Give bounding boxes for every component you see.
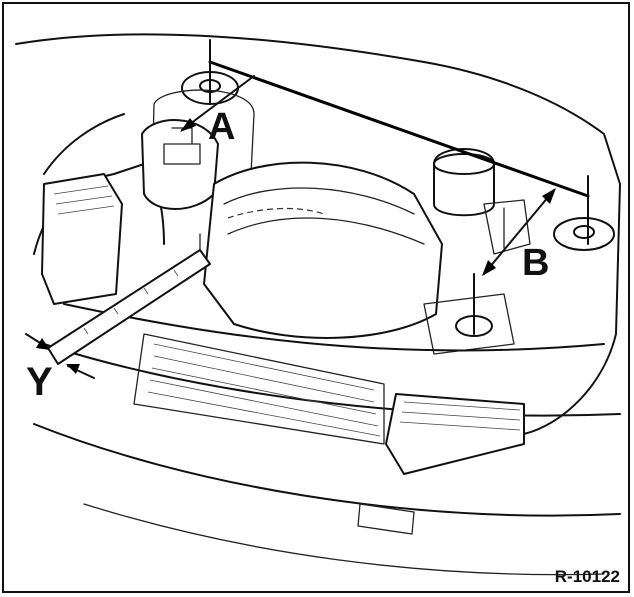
right-strut-nut xyxy=(573,225,595,239)
callout-label-y: Y xyxy=(26,360,53,404)
bumper-bottom xyxy=(83,503,605,576)
arrow-y-bottom-head xyxy=(66,364,80,374)
arrow-b xyxy=(483,189,555,275)
ruler-y-marks xyxy=(83,269,179,335)
callout-label-b: B xyxy=(522,242,550,284)
left-headlight-lens xyxy=(53,185,115,215)
callout-label-a: A xyxy=(208,106,236,148)
engine-cover-ridge xyxy=(223,187,425,245)
engine-cover xyxy=(203,161,443,339)
left-headlight xyxy=(41,173,123,305)
right-lower-bracket xyxy=(423,293,515,355)
arrow-b-head-bottom xyxy=(482,260,496,276)
right-bracket xyxy=(483,199,531,255)
ruler-y xyxy=(47,249,211,365)
bumper-lower xyxy=(33,423,621,517)
dimension-line-a xyxy=(208,60,590,198)
right-strut-mount xyxy=(553,217,615,251)
right-headlight-lens xyxy=(399,401,521,431)
radiator-fins xyxy=(147,343,381,437)
arrow-a-head xyxy=(180,118,196,132)
engine-bay-drawing xyxy=(15,33,621,576)
figure-reference-code: R-10122 xyxy=(554,567,620,586)
arrow-b-head-top xyxy=(542,188,556,204)
right-canister xyxy=(433,148,495,217)
arrow-a xyxy=(181,75,255,131)
right-headlight xyxy=(385,393,525,475)
license-plate-recess xyxy=(357,503,415,535)
reservoir-cap xyxy=(163,127,201,165)
radiator-panel xyxy=(133,333,385,445)
car-body-outline xyxy=(15,33,621,435)
arrow-y-top-head xyxy=(36,338,50,350)
